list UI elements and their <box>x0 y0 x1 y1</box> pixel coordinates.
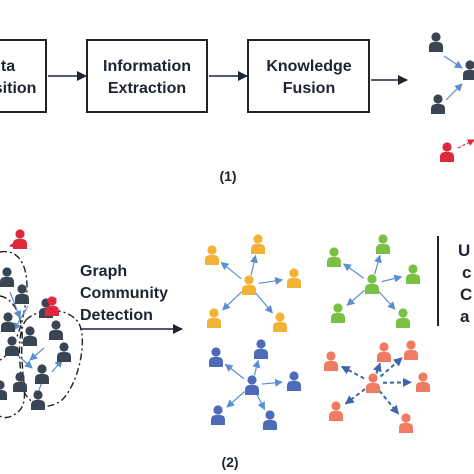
step-label-line: ta <box>1 58 15 75</box>
edge-arrow <box>224 363 245 380</box>
information-extraction-box: Information Extraction <box>86 39 208 113</box>
person-icon <box>331 303 345 323</box>
person-icon <box>376 234 390 254</box>
step-label-line: uisition <box>0 80 36 97</box>
person-icon <box>211 405 225 425</box>
person-icon <box>15 284 29 304</box>
right-text-line: a <box>460 307 470 326</box>
person-icon <box>0 267 14 287</box>
person-icon <box>365 274 379 294</box>
edge-arrow <box>256 393 266 411</box>
data-acquisition-box: ta uisition <box>0 39 47 113</box>
edge-arrow <box>250 254 258 276</box>
person-icon <box>329 401 343 421</box>
right-text-line: C <box>460 285 472 304</box>
step-label-line: Extraction <box>108 80 186 97</box>
person-icon <box>377 342 391 362</box>
person-icon <box>416 372 430 392</box>
edge-arrow <box>443 55 463 69</box>
pipeline: ta uisition Information Extraction Knowl… <box>0 39 408 184</box>
person-icon <box>207 308 221 328</box>
person-icon <box>324 351 338 371</box>
person-icon <box>366 373 380 393</box>
edge-arrow <box>346 290 365 306</box>
person-icon <box>429 32 443 52</box>
person-icon <box>399 413 413 433</box>
person-icon <box>463 60 474 80</box>
edge-arrow <box>374 254 382 275</box>
person-icon <box>254 339 268 359</box>
person-icon <box>57 342 71 362</box>
edge-arrow <box>226 391 245 408</box>
edge-arrow <box>252 359 261 376</box>
person-icon <box>23 326 37 346</box>
person-icon <box>406 264 420 284</box>
person-icon <box>49 320 63 340</box>
step-label-line: Information <box>103 58 191 75</box>
edge-arrow <box>378 290 396 310</box>
person-icon <box>13 372 27 392</box>
edge-arrow <box>340 365 365 380</box>
person-icon <box>31 390 45 410</box>
method-label-line: Detection <box>80 307 153 324</box>
person-icon <box>287 371 301 391</box>
method-label-line: Community <box>80 285 168 302</box>
edge-arrow <box>378 390 400 415</box>
person-icon <box>440 142 454 162</box>
edge-arrow <box>258 276 284 285</box>
person-icon <box>287 268 301 288</box>
caption-2: (2) <box>221 454 238 470</box>
person-icon <box>242 275 256 295</box>
input-graph-nodes <box>0 229 71 410</box>
edge-arrow <box>220 261 242 280</box>
person-icon <box>13 229 27 249</box>
person-icon <box>431 94 445 114</box>
community-detection-section: Graph Community Detection (2) U c C a <box>0 229 472 470</box>
person-icon <box>0 380 7 400</box>
edge-arrow <box>445 83 463 101</box>
edge-arrow <box>342 263 365 279</box>
community-boundary <box>18 309 84 407</box>
right-text-line: U <box>458 241 470 260</box>
person-icon <box>245 375 259 395</box>
person-icon <box>45 296 59 316</box>
edge-arrow <box>382 377 413 387</box>
person-icon <box>5 336 19 356</box>
caption-1: (1) <box>219 168 236 184</box>
edge-arrow <box>254 292 273 314</box>
edge-arrow <box>222 291 243 311</box>
method-label-line: Graph <box>80 263 127 280</box>
person-icon <box>205 245 219 265</box>
person-icon <box>273 312 287 332</box>
edge-arrow <box>344 388 366 405</box>
edge-arrow <box>381 274 403 283</box>
person-icon <box>209 347 223 367</box>
knowledge-fusion-box: Knowledge Fusion <box>247 39 370 113</box>
person-icon <box>251 234 265 254</box>
step-label-line: Knowledge <box>266 58 351 75</box>
output-knowledge-graph <box>429 32 474 162</box>
person-icon <box>327 247 341 267</box>
edge-arrow <box>457 139 474 149</box>
edge-arrow <box>379 357 403 378</box>
step-label-line: Fusion <box>283 80 335 97</box>
community-clusters <box>205 234 430 433</box>
edge-arrow <box>261 378 284 387</box>
person-icon <box>1 312 15 332</box>
edge-arrow <box>373 362 382 374</box>
right-text-line: c <box>462 263 471 282</box>
person-icon <box>263 410 277 430</box>
person-icon <box>35 364 49 384</box>
person-icon <box>404 340 418 360</box>
person-icon <box>396 308 410 328</box>
